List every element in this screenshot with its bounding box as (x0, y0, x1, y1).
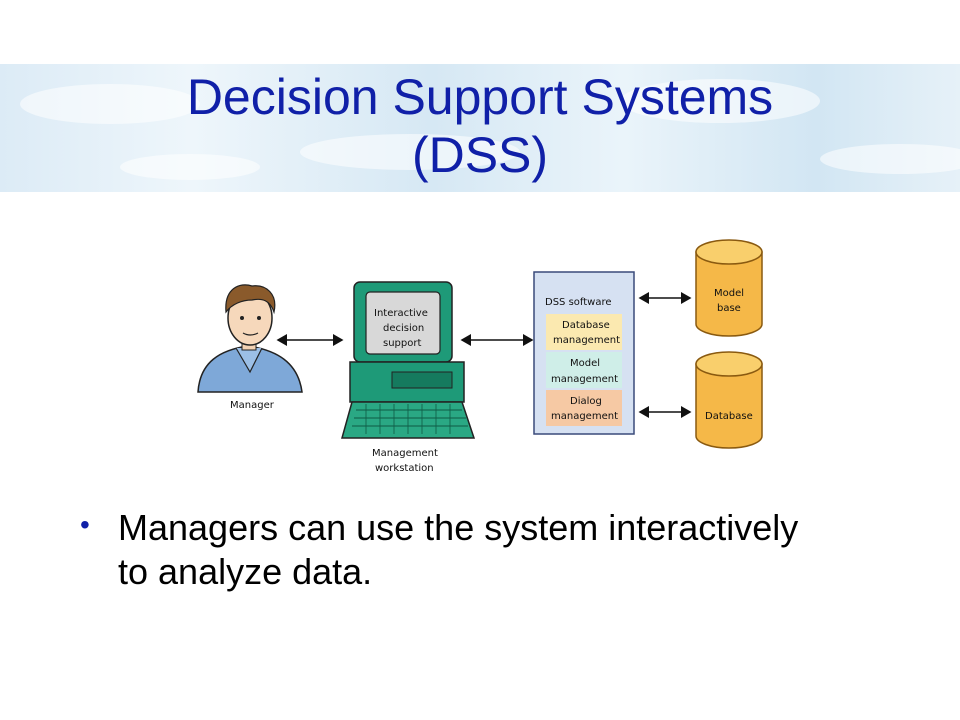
workstation-label-line-1: Management (372, 448, 438, 459)
model-base-line-2: base (717, 303, 741, 314)
title-line-2: (DSS) (411, 127, 549, 183)
dialog-management-box (546, 390, 622, 426)
dialog-management-line-2: management (551, 411, 618, 422)
manager-figure: Manager (197, 284, 303, 411)
database-cylinder: Database (695, 351, 763, 449)
screen-text-line-3: support (383, 338, 421, 349)
database-management-line-1: Database (562, 320, 610, 331)
monitor-screen (365, 291, 441, 355)
manager-hair (225, 284, 276, 315)
model-base-line-1: Model (714, 288, 744, 299)
workstation-label-line-2: workstation (375, 463, 434, 474)
screen-text-line-2: decision (383, 323, 424, 334)
model-management-line-2: management (551, 374, 618, 385)
model-base-cylinder: Model base (695, 239, 763, 337)
database-management-box (546, 314, 622, 350)
dialog-management-line-1: Dialog (570, 396, 602, 407)
manager-label: Manager (230, 400, 275, 411)
title-line-1: Decision Support Systems (186, 69, 774, 125)
title-banner (0, 64, 960, 192)
model-management-box (546, 352, 622, 388)
database-label: Database (705, 411, 753, 422)
screen-text-line-1: Interactive (374, 308, 428, 319)
database-management-line-2: management (553, 335, 620, 346)
management-workstation: Interactive decision support Management … (341, 281, 476, 474)
dss-software-label: DSS software (545, 297, 612, 308)
bullet-item: Managers can use the system interactivel… (118, 507, 799, 592)
slide-title: Decision Support Systems (DSS) (0, 68, 960, 184)
dss-software-box: DSS software Database management Model m… (533, 271, 635, 435)
bullet-marker: • (80, 509, 90, 540)
model-management-line-1: Model (570, 358, 600, 369)
